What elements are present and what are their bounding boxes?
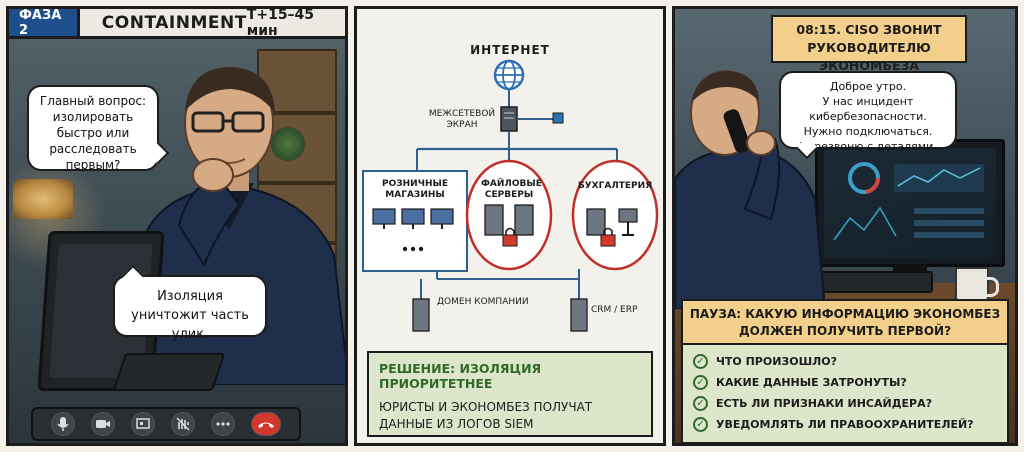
- video-call-toolbar: [31, 407, 301, 441]
- keyboard: [112, 353, 226, 391]
- check-icon: ✓: [693, 417, 708, 432]
- speech-bubble-question: Главный вопрос: изолировать быстро или р…: [27, 85, 159, 172]
- checklist-item-label: ЕСТЬ ЛИ ПРИЗНАКИ ИНСАЙДЕРА?: [716, 397, 932, 410]
- crm-server-icon: [570, 298, 588, 332]
- potted-plant: [271, 127, 305, 161]
- checklist-item-label: УВЕДОМЛЯТЬ ЛИ ПРАВООХРАНИТЕЛЕЙ?: [716, 418, 974, 431]
- panel-containment: ФАЗА 2 CONTAINMENT Т+15–45 мин Главный в…: [6, 6, 348, 446]
- keyboard: [813, 271, 933, 293]
- time-caption: 08:15. CISO ЗВОНИТ РУКОВОДИТЕЛЮ ЭКОНОМБЕ…: [771, 15, 967, 73]
- microphone-icon[interactable]: [51, 412, 75, 436]
- check-icon: ✓: [693, 354, 708, 369]
- check-icon: ✓: [693, 396, 708, 411]
- pause-title: ПАУЗА: КАКУЮ ИНФОРМАЦИЮ ЭКОНОМБЕЗ ДОЛЖЕН…: [683, 301, 1007, 345]
- checklist-item-label: КАКИЕ ДАННЫЕ ЗАТРОНУТЫ?: [716, 376, 907, 389]
- accounting-server-icon: [586, 208, 606, 236]
- decision-box: РЕШЕНИЕ: ИЗОЛЯЦИЯ ПРИОРИТЕТНЕЕ ЮРИСТЫ И …: [367, 351, 653, 437]
- lock-icon: [600, 227, 616, 247]
- checklist-item: ✓ КАКИЕ ДАННЫЕ ЗАТРОНУТЫ?: [693, 372, 997, 393]
- domain-server-icon: [412, 298, 430, 332]
- file-servers-label: ФАЙЛОВЫЕ СЕРВЕРЫ: [481, 179, 542, 200]
- bubble-line: Нужно подключаться.: [803, 125, 933, 138]
- lock-icon: [502, 227, 518, 247]
- bubble-line: Перезвоню с деталями.: [799, 140, 937, 153]
- camera-icon[interactable]: [91, 412, 115, 436]
- phase-badge: ФАЗА 2: [9, 9, 80, 38]
- network-diagram: [362, 59, 659, 332]
- end-call-icon[interactable]: [251, 412, 281, 436]
- phase-title: CONTAINMENT: [101, 12, 247, 33]
- retail-label: РОЗНИЧНЫЕ МАГАЗИНЫ: [382, 179, 448, 200]
- share-screen-icon[interactable]: [131, 412, 155, 436]
- phase-time: Т+15–45 мин: [246, 6, 315, 39]
- file-server-icons: [484, 204, 534, 236]
- file-servers-isolation-ring: [465, 159, 553, 271]
- phase-header: ФАЗА 2 CONTAINMENT Т+15–45 мин: [9, 9, 345, 39]
- pause-checklist: ✓ ЧТО ПРОИЗОШЛО? ✓ КАКИЕ ДАННЫЕ ЗАТРОНУТ…: [683, 345, 1007, 442]
- globe-icon: [493, 59, 525, 91]
- check-icon: ✓: [693, 375, 708, 390]
- dashboard-monitor: [815, 139, 1005, 267]
- coffee-mug: [955, 267, 999, 303]
- checklist-item: ✓ ЧТО ПРОИЗОШЛО?: [693, 351, 997, 372]
- firewall-label: МЕЖСЕТЕВОЙ ЭКРАН: [428, 109, 496, 130]
- firewall-icon: [500, 106, 518, 132]
- ciso-on-phone-illustration: [675, 70, 825, 309]
- checklist-item-label: ЧТО ПРОИЗОШЛО?: [716, 355, 838, 368]
- more-devices-icon: [402, 246, 424, 252]
- internet-label: ИНТЕРНЕТ: [470, 43, 550, 57]
- desk-lamp: [13, 179, 73, 219]
- speech-bubble-answer: Изоляция уничтожит часть улик.: [113, 275, 267, 342]
- checklist-item: ✓ УВЕДОМЛЯТЬ ЛИ ПРАВООХРАНИТЕЛЕЙ?: [693, 414, 997, 435]
- more-icon[interactable]: [211, 412, 235, 436]
- bubble-line: У нас инцидент кибербезопасности.: [809, 95, 927, 123]
- crm-label: CRM / ERP: [591, 305, 638, 315]
- accounting-pc-icon: [618, 208, 638, 236]
- speech-bubble-call: Доброе утро. У нас инцидент кибербезопас…: [779, 71, 957, 153]
- accounting-isolation-ring: [571, 159, 659, 271]
- domain-label: ДОМЕН КОМПАНИИ: [437, 297, 529, 307]
- security-dashboard-graphic: [833, 162, 984, 241]
- pause-question-box: ПАУЗА: КАКУЮ ИНФОРМАЦИЮ ЭКОНОМБЕЗ ДОЛЖЕН…: [681, 299, 1009, 443]
- hand-icon[interactable]: [171, 412, 195, 436]
- phone-icon: [723, 109, 751, 153]
- network-node-icon: [552, 112, 564, 124]
- panel-network-diagram: ИНТЕРНЕТ: [354, 6, 666, 446]
- checklist-item: ✓ ЕСТЬ ЛИ ПРИЗНАКИ ИНСАЙДЕРА?: [693, 393, 997, 414]
- panel-phone-call: 08:15. CISO ЗВОНИТ РУКОВОДИТЕЛЮ ЭКОНОМБЕ…: [672, 6, 1018, 446]
- bubble-line: Доброе утро.: [829, 80, 907, 93]
- retail-pc-icons: [372, 208, 454, 225]
- accounting-label: БУХГАЛТЕРИЯ: [577, 181, 653, 191]
- decision-text: ЮРИСТЫ И ЭКОНОМБЕЗ ПОЛУЧАТ ДАННЫЕ ИЗ ЛОГ…: [379, 400, 593, 431]
- decision-title: РЕШЕНИЕ: ИЗОЛЯЦИЯ ПРИОРИТЕТНЕЕ: [379, 361, 542, 391]
